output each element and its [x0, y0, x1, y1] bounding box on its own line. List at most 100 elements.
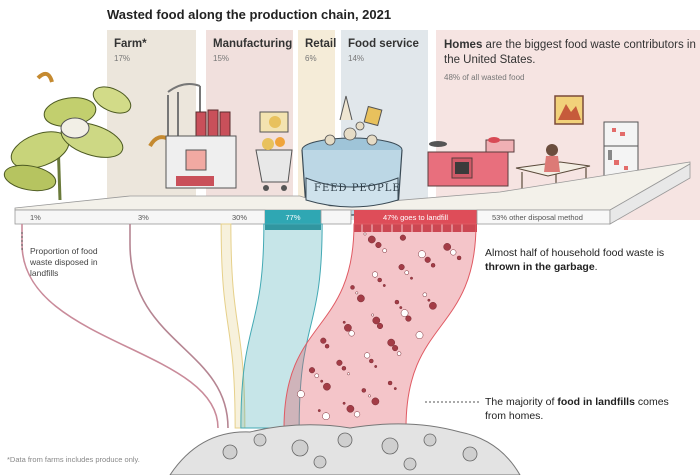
callout-household-pre: Almost half of household food waste is: [485, 247, 665, 259]
landfill-streams: [21, 223, 477, 429]
food-bit: [450, 249, 457, 256]
platform-face: [14, 163, 691, 225]
food-bit: [342, 320, 346, 324]
homes-share: 48% of all wasted food: [444, 73, 525, 82]
food-bit: [323, 382, 331, 391]
manufacturing-share: 15%: [213, 54, 230, 63]
food-bit: [387, 380, 393, 386]
food-bit: [322, 412, 330, 421]
landfill-stream-farm: [21, 224, 219, 429]
farm-plant: [3, 71, 172, 201]
callout-landfills-post: comes from homes.: [485, 396, 669, 422]
food-bit: [443, 243, 452, 251]
callout-household-post: .: [594, 261, 598, 273]
food-bit: [314, 373, 319, 378]
homes-header: Homes are the biggest food waste contrib…: [436, 30, 700, 82]
retail-cart: [255, 137, 293, 191]
farm-share: 17%: [114, 54, 131, 63]
food-bit: [374, 365, 378, 368]
homes-room: [427, 95, 639, 192]
food-bit: [344, 323, 352, 332]
food-bit: [357, 294, 365, 303]
food-bit: [399, 234, 406, 241]
food-bit: [375, 241, 382, 249]
food-bit: [368, 394, 371, 398]
food-bit: [427, 298, 431, 302]
food-bit: [347, 372, 350, 376]
food-bit: [361, 388, 367, 393]
landfill-label-homes: 47% goes to landfill: [382, 213, 449, 222]
homes-heading-rest: are the biggest food waste contributors …: [444, 39, 696, 66]
food-bit: [392, 345, 399, 352]
callout-landfills: The majority of food in landfills comes …: [485, 395, 690, 423]
food-bit: [396, 351, 402, 356]
food-bit: [429, 301, 437, 310]
food-bit: [382, 284, 386, 287]
food-bit: [342, 401, 346, 405]
retail-share: 6%: [305, 54, 317, 63]
manufacturing-label: Manufacturing: [213, 38, 293, 50]
manufacturing-header: Manufacturing 15%: [206, 30, 292, 63]
food-bit: [341, 366, 347, 371]
food-bit: [372, 316, 381, 325]
food-bit: [363, 232, 367, 236]
food-bit: [404, 270, 409, 275]
food-bit: [324, 343, 330, 349]
food-bit: [348, 330, 355, 337]
homes-heading-bold: Homes: [444, 39, 483, 51]
callout-landfills-pre: The majority of: [485, 396, 558, 408]
food-bit: [394, 299, 400, 305]
food-bit: [346, 404, 355, 413]
food-bit: [308, 367, 316, 374]
food-bit: [399, 306, 403, 310]
landfill-label-manufacturing: 3%: [138, 213, 149, 222]
farm-header: Farm* 17%: [107, 30, 147, 63]
landfill-label-farm: 1%: [30, 213, 41, 222]
landfill-label-food-service: 77%: [285, 213, 301, 222]
food-service-header: Food service 14%: [341, 30, 419, 63]
food-bit: [430, 263, 436, 268]
food-bit: [369, 358, 374, 364]
food-bit: [371, 271, 379, 278]
food-bit: [354, 411, 361, 418]
food-service-share: 14%: [348, 54, 365, 63]
retail-header: Retail 6%: [298, 30, 336, 63]
food-bit: [320, 379, 324, 383]
food-bit: [400, 309, 409, 317]
food-bit: [371, 397, 380, 406]
food-bit: [418, 250, 426, 259]
food-bit: [398, 264, 405, 271]
sign-banner: [305, 177, 399, 208]
food-service-label: Food service: [348, 38, 419, 50]
manufacturing-building: [165, 83, 289, 189]
drain-grates: [265, 224, 477, 232]
food-bit: [367, 235, 376, 244]
landfill-label-retail: 30%: [232, 213, 248, 222]
chart-title: Wasted food along the production chain, …: [107, 7, 392, 22]
callout-household: Almost half of household food waste is t…: [485, 246, 690, 274]
retail-label: Retail: [305, 38, 337, 50]
food-bit: [456, 255, 462, 261]
food-bit: [336, 359, 343, 366]
food-bit: [355, 291, 359, 295]
food-bit: [297, 390, 305, 398]
feed-people-sign: FEED PEOPLE: [314, 183, 401, 194]
footnote: *Data from farms includes produce only.: [7, 455, 140, 464]
food-bit: [371, 313, 375, 317]
landfill-pile: [169, 423, 521, 475]
food-bit: [377, 277, 382, 283]
homes-heading: Homes are the biggest food waste contrib…: [444, 38, 700, 68]
callout-landfills-bold: food in landfills: [557, 396, 635, 408]
food-bit: [405, 315, 412, 322]
food-bit: [376, 322, 384, 330]
farm-label: Farm*: [114, 38, 147, 50]
food-bit: [382, 248, 387, 253]
food-bit: [415, 331, 424, 340]
food-bit: [424, 256, 431, 263]
homes-other-label: 53% other disposal method: [492, 213, 583, 222]
landfill-stream-manufacturing: [129, 224, 229, 429]
food-bit: [350, 285, 355, 290]
food-bit: [393, 387, 397, 391]
food-bit: [410, 276, 413, 280]
